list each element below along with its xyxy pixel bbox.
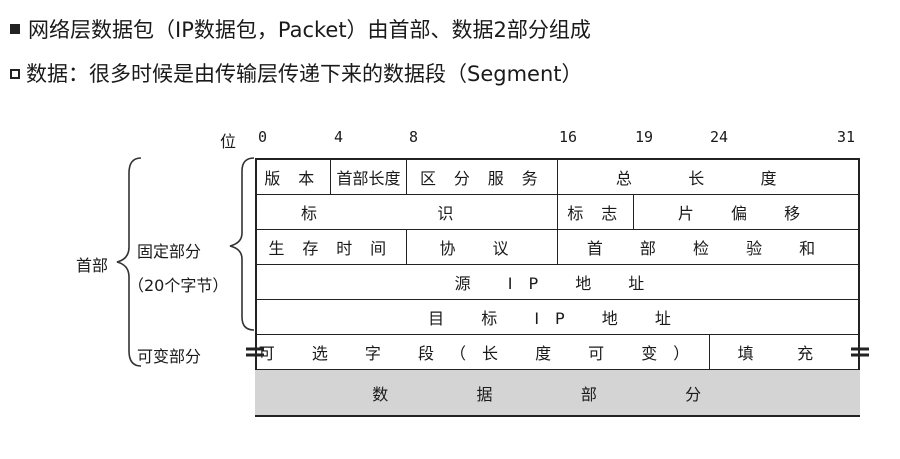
field-fragment-offset: 片 偏 移 bbox=[677, 204, 817, 223]
row-divider bbox=[255, 194, 860, 195]
bit-tick-19: 19 bbox=[635, 128, 654, 146]
filled-square-icon bbox=[10, 24, 20, 34]
row-4: 源 IP 地 址 bbox=[255, 265, 860, 299]
hollow-square-icon bbox=[10, 69, 20, 79]
row-divider bbox=[255, 264, 860, 265]
field-data: 数 据 部 分 bbox=[372, 384, 743, 404]
fixed-brace bbox=[229, 157, 255, 331]
bit-tick-31: 31 bbox=[837, 128, 856, 146]
field-destination-ip: 目 标 IP 地 址 bbox=[428, 309, 687, 328]
bullet-line-2: 数据：很多时候是由传输层传递下来的数据段（Segment） bbox=[10, 60, 583, 88]
row-divider bbox=[255, 334, 860, 335]
row-2: 标 识 标 志 片 偏 移 bbox=[255, 195, 860, 229]
row-5: 目 标 IP 地 址 bbox=[255, 300, 860, 334]
break-marker-left bbox=[246, 347, 264, 357]
field-total-length: 总 长 度 bbox=[615, 168, 803, 188]
row-1: 版 本 首部长度 区 分 服 务 总 长 度 bbox=[255, 159, 860, 194]
label-fixed-size: （20个字节） bbox=[128, 276, 229, 295]
bit-label: 位 bbox=[220, 132, 237, 151]
field-ttl: 生 存 时 间 bbox=[255, 230, 407, 264]
bullet-line-1: 网络层数据包（IP数据包，Packet）由首部、数据2部分组成 bbox=[10, 16, 591, 44]
field-options: 可 选 字 段（长 度 可 变） bbox=[255, 335, 710, 369]
bullet-text-2: 数据：很多时候是由传输层传递下来的数据段（Segment） bbox=[26, 62, 583, 86]
label-header: 首部 bbox=[76, 256, 109, 275]
field-padding: 填 充 bbox=[737, 344, 833, 363]
field-protocol: 协 议 bbox=[407, 230, 558, 264]
bullet-text-1: 网络层数据包（IP数据包，Packet）由首部、数据2部分组成 bbox=[28, 18, 591, 42]
bit-tick-16: 16 bbox=[559, 128, 578, 146]
row-3: 生 存 时 间 协 议 首 部 检 验 和 bbox=[255, 230, 860, 264]
row-data: 数 据 部 分 bbox=[255, 370, 860, 415]
field-version: 版 本 bbox=[255, 159, 331, 194]
bit-tick-0: 0 bbox=[258, 128, 268, 146]
bit-tick-4: 4 bbox=[334, 128, 344, 146]
row-6: 可 选 字 段（长 度 可 变） 填 充 bbox=[255, 335, 860, 369]
field-flags: 标 志 bbox=[558, 195, 634, 229]
field-header-length: 首部长度 bbox=[331, 159, 407, 194]
bit-tick-8: 8 bbox=[409, 128, 419, 146]
field-identification: 标 识 bbox=[255, 195, 558, 229]
label-variable: 可变部分 bbox=[137, 347, 202, 366]
header-brace bbox=[116, 157, 142, 367]
row-divider bbox=[255, 299, 860, 300]
bit-tick-24: 24 bbox=[710, 128, 729, 146]
field-dscp: 区 分 服 务 bbox=[407, 159, 558, 194]
field-header-checksum: 首 部 检 验 和 bbox=[586, 239, 832, 258]
label-fixed: 固定部分 bbox=[137, 242, 202, 261]
field-source-ip: 源 IP 地 址 bbox=[454, 274, 661, 293]
break-marker-right bbox=[851, 347, 869, 357]
row-divider bbox=[255, 229, 860, 230]
